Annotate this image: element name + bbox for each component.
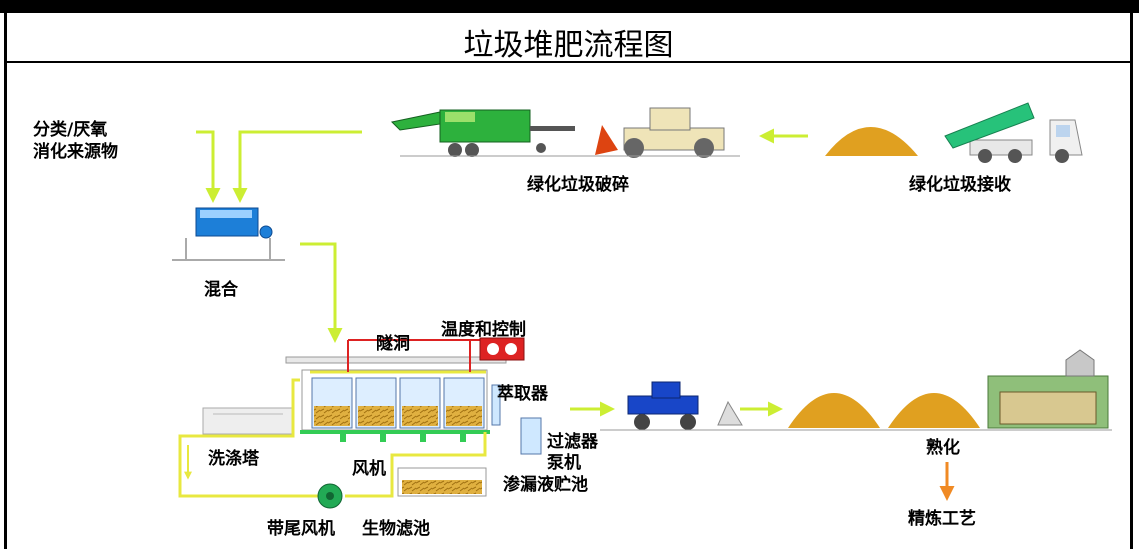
tail-fan-icon bbox=[317, 483, 343, 509]
extractor-unit-icon bbox=[491, 384, 501, 426]
screening-machine-icon bbox=[987, 349, 1109, 429]
scrubber-tower-icon bbox=[202, 407, 294, 435]
label-mix: 混合 bbox=[204, 280, 238, 300]
label-maturation: 熟化 bbox=[926, 438, 960, 458]
diagram-frame bbox=[4, 0, 1133, 549]
flow-arrow-crush-to-mix bbox=[232, 130, 362, 203]
diagram-title: 垃圾堆肥流程图 bbox=[463, 28, 674, 63]
flow-arrow-source-to-mix bbox=[196, 130, 221, 203]
top-border bbox=[0, 0, 1139, 13]
tunnel-system-icon bbox=[285, 339, 507, 442]
wheel-loader-icon bbox=[595, 107, 725, 158]
label-scrubber: 洗涤塔 bbox=[208, 449, 259, 469]
maturation-pile-1 bbox=[788, 393, 880, 428]
dump-truck-icon bbox=[944, 102, 1083, 163]
label-extractor: 萃取器 bbox=[497, 384, 548, 404]
label-fan: 风机 bbox=[352, 459, 386, 479]
label-tail-fan: 带尾风机 bbox=[267, 519, 335, 539]
blue-loader-icon bbox=[627, 381, 743, 430]
label-filter: 过滤器 bbox=[547, 432, 598, 452]
compost-pile-receive bbox=[825, 127, 918, 156]
control-panel-icon bbox=[479, 337, 525, 361]
label-leachate: 渗漏液贮池 bbox=[503, 475, 588, 495]
label-refining: 精炼工艺 bbox=[908, 509, 976, 529]
label-crush: 绿化垃圾破碎 bbox=[527, 175, 629, 195]
label-temp-control: 温度和控制 bbox=[441, 320, 526, 340]
shredder-machine-icon bbox=[390, 109, 575, 157]
label-biofilter: 生物滤池 bbox=[362, 519, 430, 539]
filter-tank-icon bbox=[520, 417, 542, 455]
label-pump: 泵机 bbox=[547, 453, 581, 473]
maturation-pile-2 bbox=[888, 393, 980, 428]
label-source-line2: 消化来源物 bbox=[33, 142, 118, 162]
label-receive: 绿化垃圾接收 bbox=[909, 175, 1011, 195]
flow-arrow-mix-to-tunnel bbox=[300, 242, 343, 343]
label-source-line1: 分类/厌氧 bbox=[33, 120, 108, 140]
air-duct-loop bbox=[178, 378, 318, 498]
label-tunnel: 隧洞 bbox=[376, 334, 410, 354]
title-header: 垃圾堆肥流程图 bbox=[4, 13, 1133, 63]
biofilter-icon bbox=[397, 467, 487, 497]
mixer-icon bbox=[172, 207, 285, 261]
air-duct-out bbox=[345, 432, 487, 498]
